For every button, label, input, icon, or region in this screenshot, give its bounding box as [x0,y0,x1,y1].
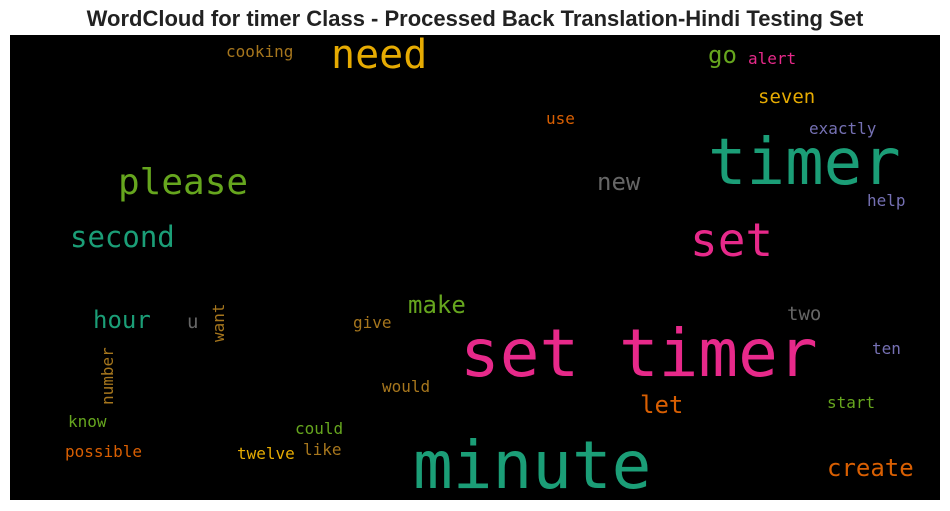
word-use: use [546,109,575,128]
word-alert: alert [748,49,797,68]
chart-title: WordCloud for timer Class - Processed Ba… [86,6,864,31]
word-could: could [295,419,344,438]
word-u: u [187,311,199,333]
word-possible: possible [65,442,143,461]
word-second: second [70,220,175,254]
word-set-timer: set timer [460,315,818,392]
word-let: let [640,391,684,419]
word-create: create [827,454,914,482]
word-would: would [382,377,431,396]
word-number: number [98,347,117,405]
word-timer: timer [708,126,901,200]
word-know: know [68,412,107,431]
word-need: need [331,35,428,78]
word-set: set [690,213,774,267]
word-want: want [209,303,228,342]
word-like: like [303,440,342,459]
word-minute: minute [413,427,652,500]
word-two: two [787,303,822,325]
word-new: new [597,168,641,196]
word-give: give [353,313,392,332]
word-please: please [118,162,249,203]
word-seven: seven [758,86,816,108]
word-make: make [408,291,466,319]
word-help: help [867,191,906,210]
word-twelve: twelve [237,444,295,463]
word-start: start [827,393,876,412]
word-hour: hour [93,306,151,334]
word-ten: ten [872,339,901,358]
word-exactly: exactly [809,119,877,138]
word-go: go [708,41,737,69]
word-cloud-canvas: set timer minute timer set need please s… [10,35,940,500]
word-cooking: cooking [226,42,294,61]
